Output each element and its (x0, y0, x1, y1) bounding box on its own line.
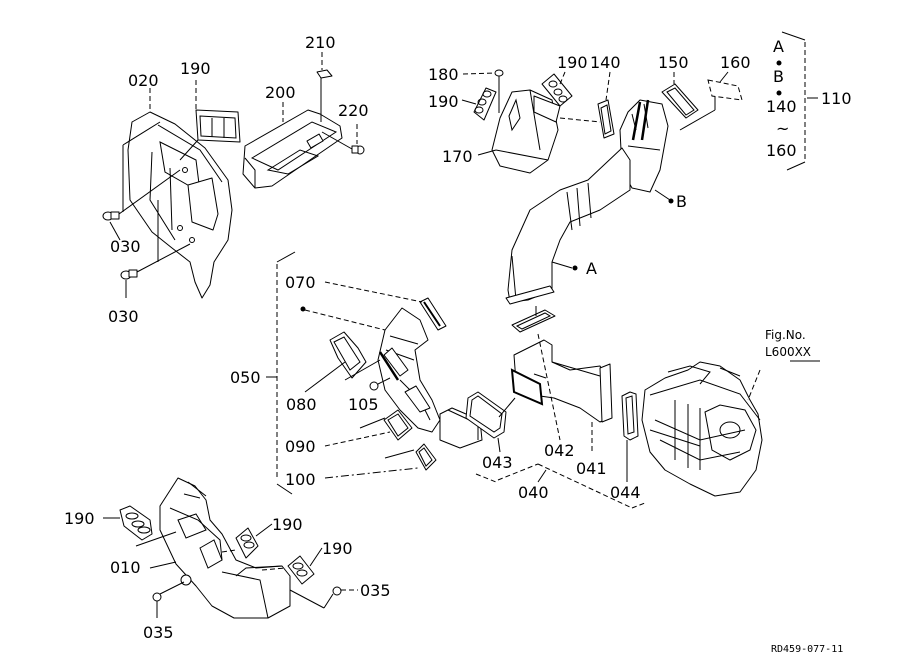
callout-140: 140 (590, 53, 621, 72)
callout-220: 220 (338, 101, 369, 120)
ref-B: B (676, 192, 687, 211)
part-090-flap (383, 409, 413, 441)
callout-150: 150 (658, 53, 689, 72)
part-180-screw (494, 69, 504, 113)
callout-160: 160 (720, 53, 751, 72)
part-042-gasket (511, 309, 556, 333)
part-035-clip-left (152, 581, 185, 602)
callout-050: 050 (230, 368, 261, 387)
part-190-vent-bottom-right (287, 555, 315, 585)
callout-042: 042 (544, 441, 575, 460)
leader-090 (324, 431, 391, 447)
part-030-clip-upper (102, 211, 120, 221)
leader-070 (324, 281, 423, 303)
assembly-110-bracket: A B 140 ~ 160 110 (766, 31, 852, 171)
callout-170: 170 (442, 147, 473, 166)
part-220-screw (351, 145, 365, 155)
part-044-gasket (621, 391, 639, 441)
part-020-side-panel (127, 111, 233, 299)
callout-043: 043 (482, 453, 513, 472)
part-190-vent-upper-right (541, 73, 573, 107)
callout-190-upper-left: 190 (428, 92, 459, 111)
leader-220 (321, 131, 353, 150)
callout-040: 040 (518, 483, 549, 502)
callout-090: 090 (285, 437, 316, 456)
part-190-vent-bottom-mid (235, 527, 259, 559)
leader-042 (537, 333, 561, 441)
part-150-gasket (661, 83, 699, 119)
part-041-duct (510, 339, 613, 423)
fig-no-value: L600XX (765, 345, 811, 359)
part-140-gasket (597, 99, 615, 139)
leader-180 (462, 72, 496, 75)
callout-190-bottom-right: 190 (322, 539, 353, 558)
part-190-vent-bottom-left (119, 505, 153, 541)
part-043-gasket (465, 391, 507, 439)
ref-A: A (586, 259, 597, 278)
part-070-gasket (419, 297, 447, 331)
callout-105: 105 (348, 395, 379, 414)
leader-fig-no (747, 369, 761, 401)
callout-035-left: 035 (143, 623, 174, 642)
callout-110: 110 (821, 89, 852, 108)
callout-070: 070 (285, 273, 316, 292)
drawing-code: RD459-077-11 (771, 644, 843, 655)
leader-100 (324, 467, 419, 479)
part-105-screw (369, 377, 391, 391)
callout-030-upper: 030 (110, 237, 141, 256)
leader-010 (149, 561, 177, 569)
assembly-110-member-140: 140 (766, 97, 797, 116)
assembly-110-member-A: A (773, 37, 784, 56)
assembly-110-member-160: 160 (766, 141, 797, 160)
part-080-flap (329, 331, 367, 379)
callout-190-bottom-mid: 190 (272, 515, 303, 534)
part-lower-duct (505, 147, 631, 305)
callout-190-upper-right: 190 (557, 53, 588, 72)
callout-200: 200 (265, 83, 296, 102)
hvac-unit (641, 361, 763, 497)
callout-190-top-left: 190 (180, 59, 211, 78)
part-100-flap (415, 443, 437, 471)
part-210-clip (316, 69, 333, 79)
part-190-vent-top-left (195, 109, 241, 143)
callout-020: 020 (128, 71, 159, 90)
assembly-110-member-B: B (773, 67, 784, 86)
leader-030-lower (136, 243, 191, 273)
leader-030-upper (118, 169, 181, 215)
part-170-duct (491, 89, 561, 174)
callout-080: 080 (286, 395, 317, 414)
part-050-distribution-duct (377, 307, 441, 433)
part-030-clip-lower (120, 269, 138, 280)
part-035-clip-right (289, 586, 342, 609)
callout-030-lower: 030 (108, 307, 139, 326)
callout-190-bottom-left: 190 (64, 509, 95, 528)
assembly-040-bracket (475, 463, 646, 509)
fig-no-label: Fig.No. (765, 328, 806, 342)
part-160-filter (707, 79, 743, 101)
assembly-050-bracket (266, 251, 296, 495)
callout-041: 041 (576, 459, 607, 478)
callout-010: 010 (110, 558, 141, 577)
callout-180: 180 (428, 65, 459, 84)
callout-035-right: 035 (360, 581, 391, 600)
callout-100: 100 (285, 470, 316, 489)
callout-044: 044 (610, 483, 641, 502)
assembly-110-range-symbol: ~ (776, 119, 789, 138)
part-200-console-tray (242, 109, 343, 189)
part-190-vent-upper-left (473, 87, 497, 121)
callout-210: 210 (305, 33, 336, 52)
part-010-front-console (159, 477, 291, 619)
